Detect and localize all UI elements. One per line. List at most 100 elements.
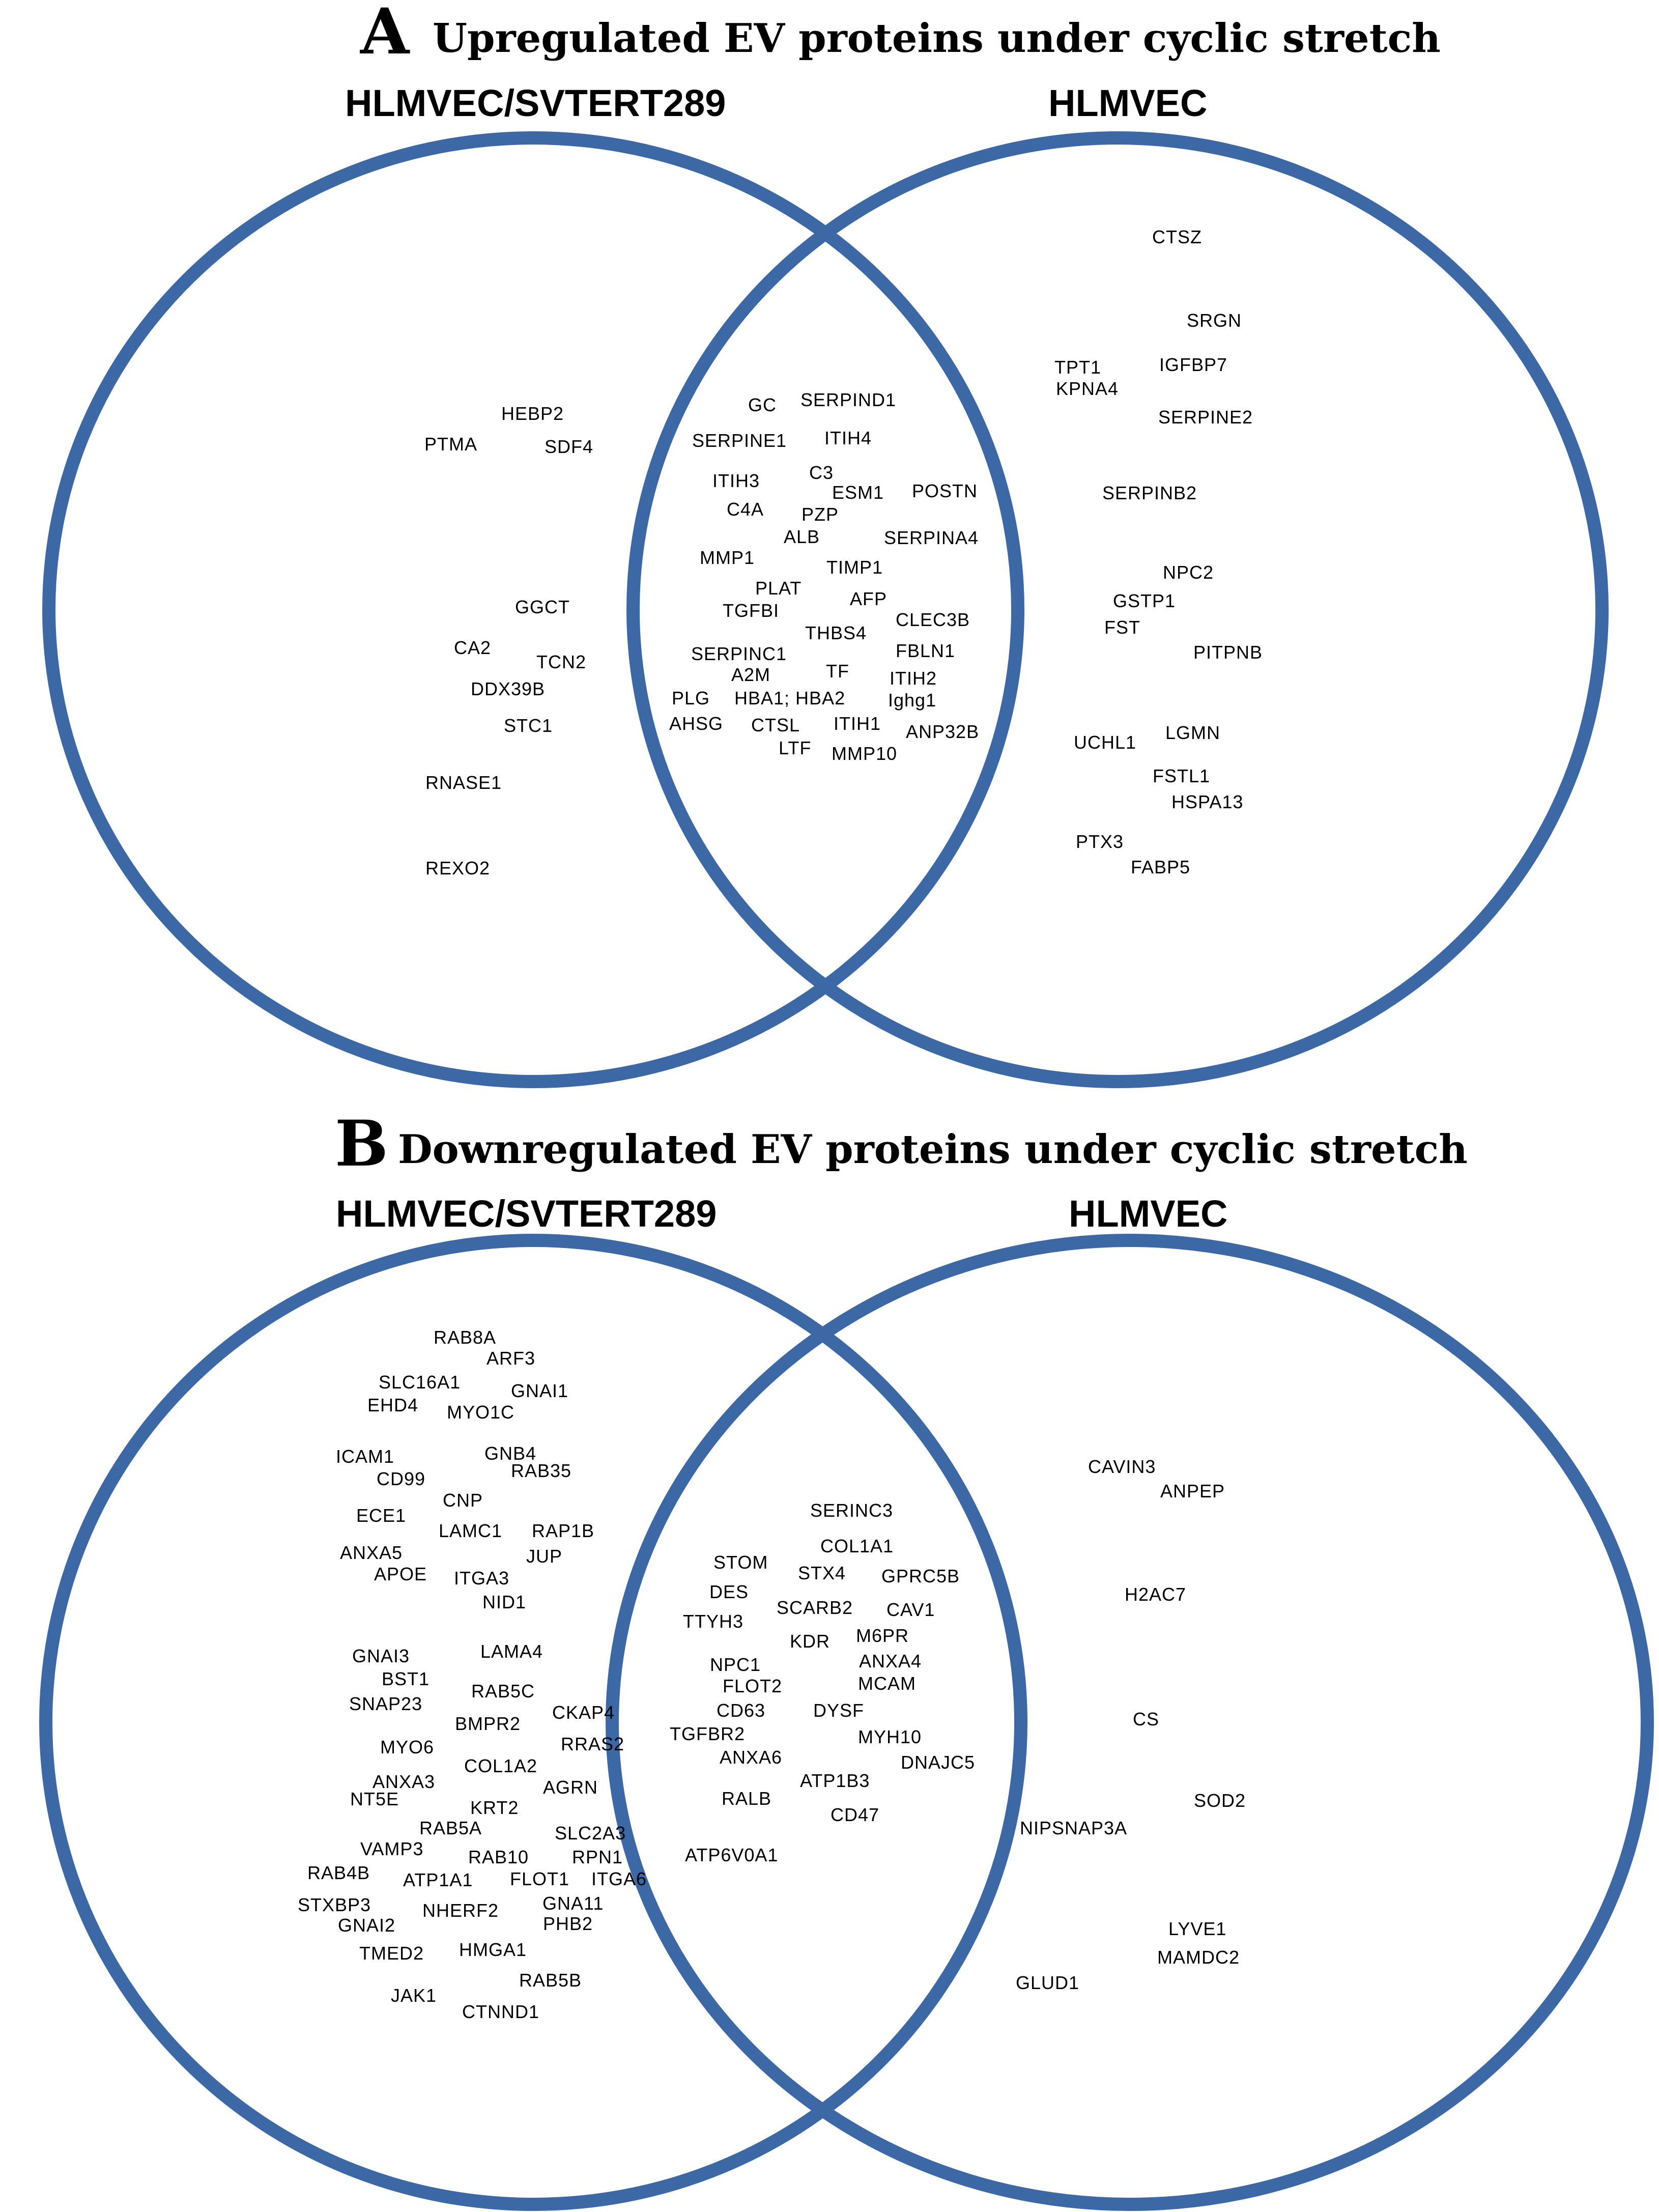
gene-label-left-only: SNAP23 xyxy=(349,1693,422,1714)
gene-label-right-only: CS xyxy=(1133,1709,1159,1729)
gene-label-left-only: RAB4B xyxy=(307,1862,370,1883)
gene-label-left-only: RPN1 xyxy=(572,1847,623,1867)
gene-label-shared: PLAT xyxy=(755,578,802,599)
gene-label-left-only: GNAI1 xyxy=(511,1380,568,1401)
gene-label-left-only: ECE1 xyxy=(356,1505,406,1526)
gene-label-left-only: ICAM1 xyxy=(336,1446,394,1467)
gene-label-shared: CTSL xyxy=(751,715,800,735)
gene-label-right-only: CAVIN3 xyxy=(1088,1456,1156,1477)
gene-label-shared: POSTN xyxy=(912,480,978,501)
panel-b-left-set-label: HLMVEC/SVTERT289 xyxy=(336,1193,717,1235)
gene-label-shared: ITIH4 xyxy=(824,428,872,448)
panel-b-right-circle xyxy=(606,1234,1654,2211)
gene-label-right-only: NPC2 xyxy=(1163,562,1214,583)
gene-label-left-only: RAB5A xyxy=(419,1818,482,1838)
gene-label-left-only: CD99 xyxy=(377,1468,425,1489)
gene-label-left-only: CKAP4 xyxy=(552,1702,615,1723)
gene-label-right-only: PITPNB xyxy=(1193,642,1263,663)
gene-label-right-only: NIPSNAP3A xyxy=(1020,1818,1127,1838)
gene-label-shared: MMP1 xyxy=(700,547,755,568)
panel-a-title: Upregulated EV proteins under cyclic str… xyxy=(433,15,1441,62)
gene-label-shared: SERPIND1 xyxy=(800,389,896,410)
gene-label-right-only: LYVE1 xyxy=(1168,1918,1226,1939)
panel-b-title: Downregulated EV proteins under cyclic s… xyxy=(398,1126,1468,1173)
gene-label-left-only: ANXA5 xyxy=(340,1542,403,1563)
gene-label-left-only: ITGA6 xyxy=(591,1868,647,1889)
panel-a-left-circle xyxy=(42,131,1024,1088)
gene-label-left-only: SDF4 xyxy=(545,436,593,457)
gene-label-right-only: SOD2 xyxy=(1194,1790,1246,1811)
gene-label-left-only: PHB2 xyxy=(543,1913,593,1934)
gene-label-left-only: CTNND1 xyxy=(462,2001,539,2022)
gene-label-shared: AHSG xyxy=(669,713,723,734)
gene-label-left-only: GNB4 xyxy=(484,1443,536,1464)
gene-label-shared: TIMP1 xyxy=(826,557,883,578)
gene-label-left-only: NT5E xyxy=(350,1789,399,1809)
gene-label-right-only: PTX3 xyxy=(1076,831,1124,852)
gene-label-left-only: ARF3 xyxy=(487,1348,535,1369)
gene-label-left-only: STXBP3 xyxy=(298,1894,371,1915)
gene-label-shared: COL1A1 xyxy=(820,1536,894,1556)
gene-label-shared: STX4 xyxy=(798,1563,846,1583)
gene-label-right-only: FST xyxy=(1104,617,1140,638)
gene-label-left-only: JUP xyxy=(526,1546,562,1567)
gene-label-right-only: GLUD1 xyxy=(1016,1972,1079,1993)
gene-label-shared: TGFBR2 xyxy=(670,1723,745,1744)
gene-label-shared: HBA1; HBA2 xyxy=(734,688,845,708)
gene-label-left-only: EHD4 xyxy=(367,1395,418,1415)
gene-label-shared: ALB xyxy=(784,526,820,547)
panel-a-left-set-label: HLMVEC/SVTERT289 xyxy=(345,82,726,124)
gene-label-right-only: UCHL1 xyxy=(1074,732,1136,753)
gene-label-shared: M6PR xyxy=(856,1625,909,1646)
gene-label-left-only: CA2 xyxy=(454,637,491,658)
gene-label-left-only: RNASE1 xyxy=(425,772,502,793)
gene-label-shared: C4A xyxy=(727,499,764,520)
gene-label-shared: TTYH3 xyxy=(683,1611,743,1632)
gene-label-left-only: KRT2 xyxy=(470,1797,519,1818)
gene-label-left-only: STC1 xyxy=(504,715,553,736)
gene-label-left-only: MYO6 xyxy=(380,1737,434,1757)
gene-label-left-only: TMED2 xyxy=(359,1943,424,1964)
gene-label-shared: CAV1 xyxy=(886,1599,935,1620)
gene-label-left-only: ANXA3 xyxy=(373,1771,435,1792)
gene-label-left-only: GNA11 xyxy=(542,1893,604,1914)
gene-label-left-only: RAB10 xyxy=(468,1847,529,1867)
gene-label-left-only: RAB5C xyxy=(471,1681,535,1701)
gene-label-shared: ESM1 xyxy=(832,482,884,503)
gene-label-left-only: RAB35 xyxy=(511,1460,571,1481)
gene-label-shared: A2M xyxy=(731,664,770,685)
gene-label-shared: C3 xyxy=(809,462,834,483)
gene-label-shared: AFP xyxy=(850,588,887,609)
gene-label-right-only: MAMDC2 xyxy=(1157,1947,1240,1968)
gene-label-right-only: IGFBP7 xyxy=(1159,354,1227,375)
gene-label-left-only: CNP xyxy=(443,1490,483,1511)
gene-label-left-only: NID1 xyxy=(482,1592,526,1612)
gene-label-shared: ANXA4 xyxy=(859,1651,922,1671)
gene-label-right-only: ANPEP xyxy=(1160,1481,1225,1501)
gene-label-shared: THBS4 xyxy=(805,622,867,643)
gene-label-shared: FLOT2 xyxy=(723,1676,782,1696)
gene-label-right-only: SERPINB2 xyxy=(1102,483,1197,503)
gene-label-right-only: SRGN xyxy=(1187,310,1242,331)
panel-b-left-circle xyxy=(39,1234,1027,2211)
gene-label-shared: MYH10 xyxy=(858,1726,922,1747)
gene-label-shared: RALB xyxy=(722,1788,771,1809)
gene-label-right-only: FABP5 xyxy=(1131,857,1190,877)
panel-a-right-set-label: HLMVEC xyxy=(1048,82,1207,124)
gene-label-shared: ANP32B xyxy=(906,721,979,742)
gene-label-left-only: HMGA1 xyxy=(459,1939,527,1960)
gene-label-shared: PZP xyxy=(802,504,839,525)
panel-a-right-circle xyxy=(626,131,1609,1088)
gene-label-left-only: HEBP2 xyxy=(501,403,564,424)
gene-label-shared: KDR xyxy=(790,1631,830,1652)
gene-label-left-only: ITGA3 xyxy=(454,1568,509,1589)
gene-label-left-only: GNAI2 xyxy=(338,1915,395,1936)
gene-label-shared: TF xyxy=(826,661,849,682)
gene-label-right-only: FSTL1 xyxy=(1153,765,1210,786)
gene-label-left-only: ATP1A1 xyxy=(403,1869,473,1890)
gene-label-shared: GPRC5B xyxy=(881,1566,960,1586)
gene-label-shared: GC xyxy=(748,394,777,415)
